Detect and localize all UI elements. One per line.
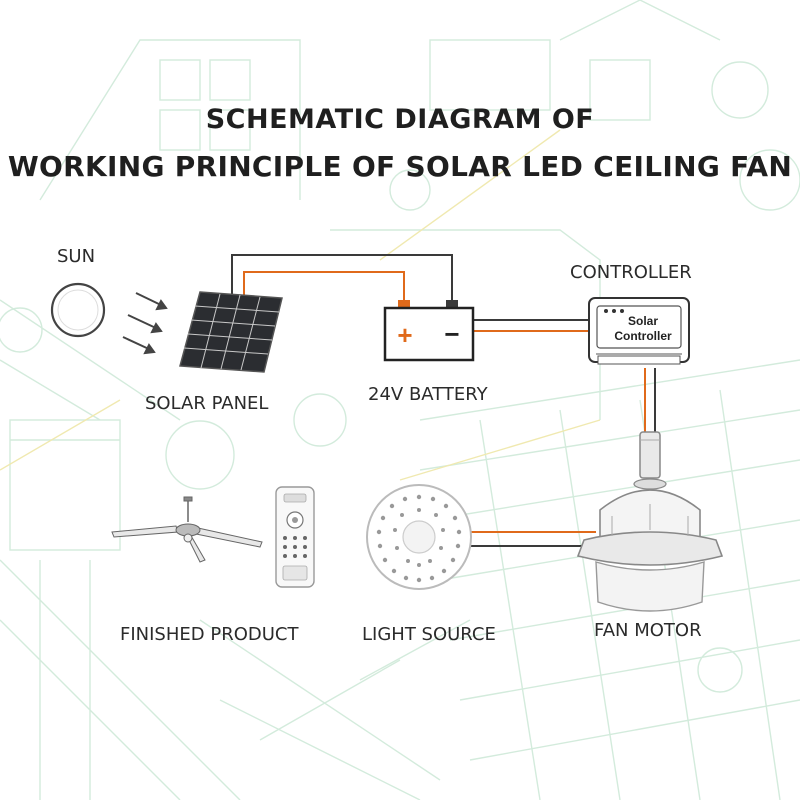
controller-device-line2: Controller (614, 329, 672, 343)
label-battery: 24V BATTERY (368, 384, 488, 405)
title-line-1: SCHEMATIC DIAGRAM OF (205, 104, 595, 135)
controller-icon (588, 297, 690, 365)
label-solar-panel: SOLAR PANEL (145, 393, 269, 414)
label-light-source: LIGHT SOURCE (362, 624, 496, 645)
negative-wire-panel-battery (231, 254, 453, 302)
sunlight-arrows (122, 292, 168, 355)
label-controller: CONTROLLER (570, 262, 692, 283)
solar-panel-icon (179, 291, 283, 373)
label-fan-motor: FAN MOTOR (594, 620, 702, 641)
sun-icon (50, 282, 106, 338)
battery-positive-symbol: + (397, 320, 412, 350)
label-sun: SUN (57, 246, 96, 267)
ceiling-fan-icon (111, 496, 263, 563)
positive-wire-panel-battery (243, 271, 405, 302)
wiring (231, 254, 656, 547)
led-light-source-icon (366, 484, 472, 590)
controller-device-line1: Solar (628, 314, 658, 328)
remote-control-icon (275, 486, 315, 588)
battery-negative-symbol: − (444, 319, 459, 349)
label-finished-product: FINISHED PRODUCT (120, 624, 299, 645)
battery-icon (383, 300, 475, 362)
title-line-2: WORKING PRINCIPLE OF SOLAR LED CEILING F… (7, 150, 793, 183)
fan-motor-icon (576, 431, 724, 612)
